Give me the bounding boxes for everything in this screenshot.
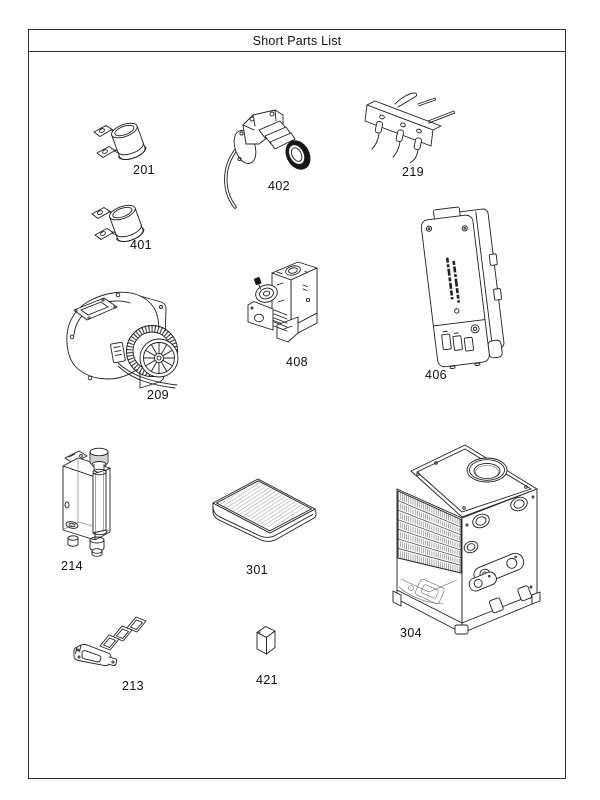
part-number-label: 209 (146, 388, 170, 402)
part-number-label: 304 (399, 626, 423, 640)
part-number-label: 219 (401, 165, 425, 179)
part-number-label: 421 (255, 673, 279, 687)
part-number-label: 408 (285, 355, 309, 369)
part-number-label: 214 (60, 559, 84, 573)
part-214-condensate-trap-illustration (62, 447, 111, 557)
part-408-gas-valve-illustration (247, 261, 318, 343)
part-number-label: 213 (121, 679, 145, 693)
part-number-label: 201 (132, 163, 156, 177)
part-406-control-module-illustration (420, 206, 505, 370)
part-number-label: 301 (245, 563, 269, 577)
part-219-electrode-bracket-illustration (364, 92, 455, 164)
title-bar: Short Parts List (29, 30, 565, 52)
part-number-label: 402 (267, 179, 291, 193)
part-304-heat-exchanger-illustration (392, 444, 541, 635)
part-number-label: 401 (129, 238, 153, 252)
page-title: Short Parts List (252, 33, 342, 48)
part-213-gasket-kit-illustration (73, 616, 147, 667)
part-201-limit-switch-illustration (93, 119, 149, 164)
part-301-filter-tray-illustration (212, 478, 317, 542)
part-421-spacer-block-illustration (256, 626, 276, 655)
part-402-sensor-cable-illustration (224, 109, 311, 209)
part-209-inducer-blower-illustration (66, 291, 179, 389)
part-number-label: 406 (424, 368, 448, 382)
